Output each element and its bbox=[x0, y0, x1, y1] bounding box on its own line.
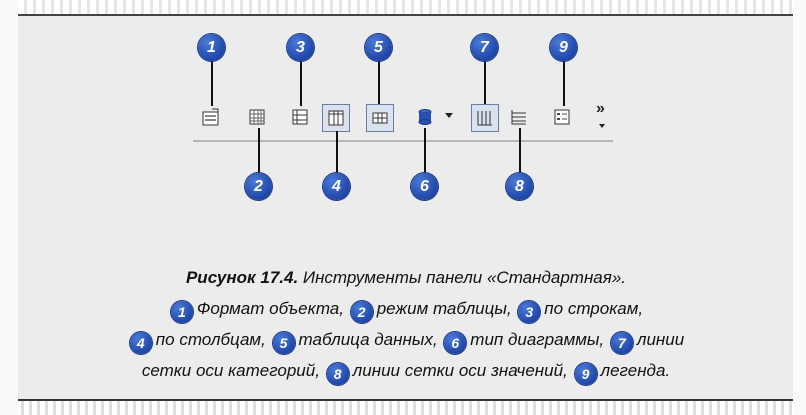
chart-type-icon bbox=[418, 109, 432, 125]
scan-bottom-edge bbox=[0, 397, 806, 415]
pointer-line bbox=[300, 60, 302, 106]
caption-badge-4: 4 bbox=[129, 332, 152, 354]
caption-item-7-continued: сетки оси категорий, bbox=[141, 361, 320, 380]
by-columns-icon bbox=[328, 110, 344, 126]
scan-left-edge bbox=[0, 0, 18, 415]
caption-badge-2: 2 bbox=[350, 301, 373, 323]
data-table-button[interactable] bbox=[366, 104, 394, 132]
caption-item-6: тип диаграммы, bbox=[470, 330, 605, 349]
caption-title-line: Рисунок 17.4. Инструменты панели «Станда… bbox=[20, 262, 792, 293]
datasheet-mode-button[interactable] bbox=[246, 106, 268, 128]
caption-item-7: линии bbox=[636, 330, 685, 349]
pointer-line bbox=[211, 60, 213, 106]
category-gridlines-icon bbox=[477, 111, 492, 126]
caption-item-2: режим таблицы, bbox=[376, 299, 512, 318]
chart-type-dropdown-arrow-icon[interactable] bbox=[445, 113, 453, 118]
caption-item-3: по строкам, bbox=[544, 299, 644, 318]
pointer-line bbox=[336, 131, 338, 174]
category-gridlines-button[interactable] bbox=[471, 104, 499, 132]
format-object-button[interactable] bbox=[200, 106, 222, 128]
caption-badge-7: 7 bbox=[610, 332, 633, 354]
caption-badge-1: 1 bbox=[170, 301, 193, 323]
callout-badge-1: 1 bbox=[198, 34, 225, 61]
value-gridlines-icon bbox=[511, 110, 526, 125]
callout-badge-8: 8 bbox=[506, 173, 533, 200]
caption-badge-3: 3 bbox=[518, 301, 541, 323]
toolbar-separator bbox=[193, 140, 613, 142]
figure-caption: Рисунок 17.4. Инструменты панели «Станда… bbox=[20, 262, 792, 386]
by-rows-icon bbox=[292, 109, 308, 125]
data-table-icon bbox=[372, 112, 388, 124]
callout-badge-3: 3 bbox=[287, 34, 314, 61]
caption-badge-9: 9 bbox=[574, 363, 597, 385]
datasheet-mode-icon bbox=[249, 109, 265, 125]
value-gridlines-button[interactable] bbox=[508, 106, 530, 128]
figure-label: Рисунок 17.4. bbox=[185, 268, 299, 287]
toolbar-more-chevron[interactable]: » bbox=[596, 100, 605, 117]
by-rows-button[interactable] bbox=[289, 106, 311, 128]
caption-badge-5: 5 bbox=[272, 332, 295, 354]
pointer-line bbox=[563, 60, 565, 106]
toolbar-options-arrow-icon[interactable] bbox=[599, 124, 605, 128]
format-object-icon bbox=[202, 108, 219, 126]
scan-right-edge bbox=[793, 0, 806, 415]
chart-type-button[interactable] bbox=[414, 106, 436, 128]
pointer-line bbox=[258, 128, 260, 174]
pointer-line bbox=[424, 128, 426, 174]
caption-item-9: легенда. bbox=[600, 361, 671, 380]
caption-item-8: линии сетки оси значений, bbox=[352, 361, 568, 380]
pointer-line bbox=[484, 60, 486, 104]
legend-button[interactable] bbox=[551, 106, 573, 128]
legend-icon bbox=[554, 109, 570, 125]
callout-badge-6: 6 bbox=[411, 173, 438, 200]
figure-title: Инструменты панели «Стандартная». bbox=[298, 268, 627, 287]
callout-badge-7: 7 bbox=[471, 34, 498, 61]
pointer-line bbox=[378, 60, 380, 104]
caption-badge-6: 6 bbox=[444, 332, 467, 354]
scan-top-edge bbox=[0, 0, 806, 14]
by-columns-button[interactable] bbox=[322, 104, 350, 132]
callout-badge-9: 9 bbox=[550, 34, 577, 61]
caption-item-5: таблица данных, bbox=[298, 330, 438, 349]
caption-badge-8: 8 bbox=[326, 363, 349, 385]
pointer-line bbox=[519, 128, 521, 174]
callout-badge-4: 4 bbox=[323, 173, 350, 200]
callout-badge-5: 5 bbox=[365, 34, 392, 61]
caption-item-1: Формат объекта, bbox=[196, 299, 344, 318]
callout-badge-2: 2 bbox=[245, 173, 272, 200]
caption-item-4: по столбцам, bbox=[155, 330, 266, 349]
